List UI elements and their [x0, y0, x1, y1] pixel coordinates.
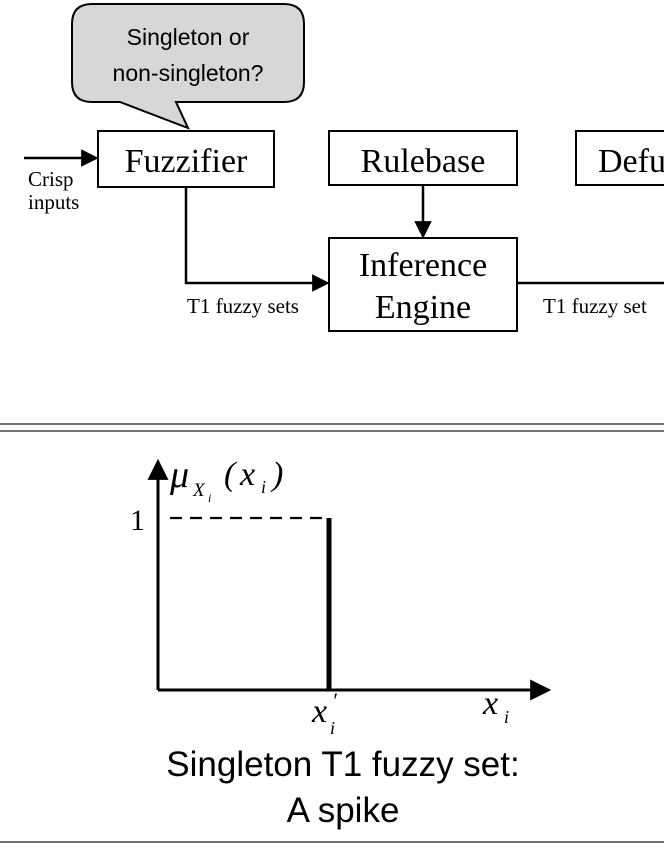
fuzzifier-box [97, 130, 275, 188]
section-separator [0, 423, 664, 432]
x-axis-main: x [482, 685, 498, 722]
inference-engine-box [328, 237, 518, 332]
x-tick-x: x [311, 693, 327, 730]
y-axis-argument-subscript: i [261, 477, 266, 497]
flowchart: Singleton or non-singleton? Fuzzifier Ru… [24, 3, 664, 332]
inference-engine-line-2: Engine [375, 289, 471, 326]
x-tick-prime: ′ [332, 688, 338, 713]
x-tick-subscript: i [330, 718, 335, 738]
y-axis-argument-x: x [239, 456, 255, 493]
defuzzifier-label: Defu [598, 143, 664, 180]
rulebase-label: Rulebase [361, 143, 486, 180]
fuzzifier-label: Fuzzifier [125, 143, 248, 180]
crisp-input-label-line-1: Crisp [28, 167, 74, 191]
inference-engine-line-1: Inference [359, 247, 487, 284]
callout-shape [71, 3, 305, 130]
callout-bubble: Singleton or non-singleton? [71, 3, 305, 130]
y-axis-title: μ X i ( x i ) [169, 454, 283, 505]
y-tick-label: 1 [130, 504, 145, 537]
right-edge-label: T1 fuzzy set [543, 294, 647, 318]
rulebase-block: Rulebase [328, 130, 518, 186]
inference-engine-block: Inference Engine [328, 237, 518, 332]
x-tick-label: x ′ i [311, 688, 338, 738]
y-axis-subscript-i: i [208, 491, 211, 505]
y-axis-close-paren: ) [270, 456, 283, 493]
defuzzifier-box [575, 130, 664, 186]
x-axis-title: x i [482, 685, 509, 727]
plot-caption-line-2: A spike [287, 791, 400, 830]
defuzzifier-block: Defu [575, 130, 664, 186]
crisp-input-label-line-2: inputs [28, 190, 79, 214]
fuzzifier-block: Fuzzifier [97, 130, 275, 188]
y-axis-mu: μ [169, 454, 189, 496]
x-axis-subscript: i [504, 707, 509, 727]
y-axis-subscript-x: X [192, 480, 206, 501]
left-edge-label: T1 fuzzy sets [187, 294, 299, 318]
singleton-plot: 1 μ X i ( x i ) x ′ i x i Singleton T1 f… [130, 454, 552, 830]
callout-line-1: Singleton or [127, 24, 250, 50]
y-axis-open-paren: ( [224, 456, 238, 493]
fuzzifier-to-inference-arrow [184, 187, 330, 292]
callout-line-2: non-singleton? [113, 60, 264, 86]
plot-caption-line-1: Singleton T1 fuzzy set: [166, 745, 519, 784]
